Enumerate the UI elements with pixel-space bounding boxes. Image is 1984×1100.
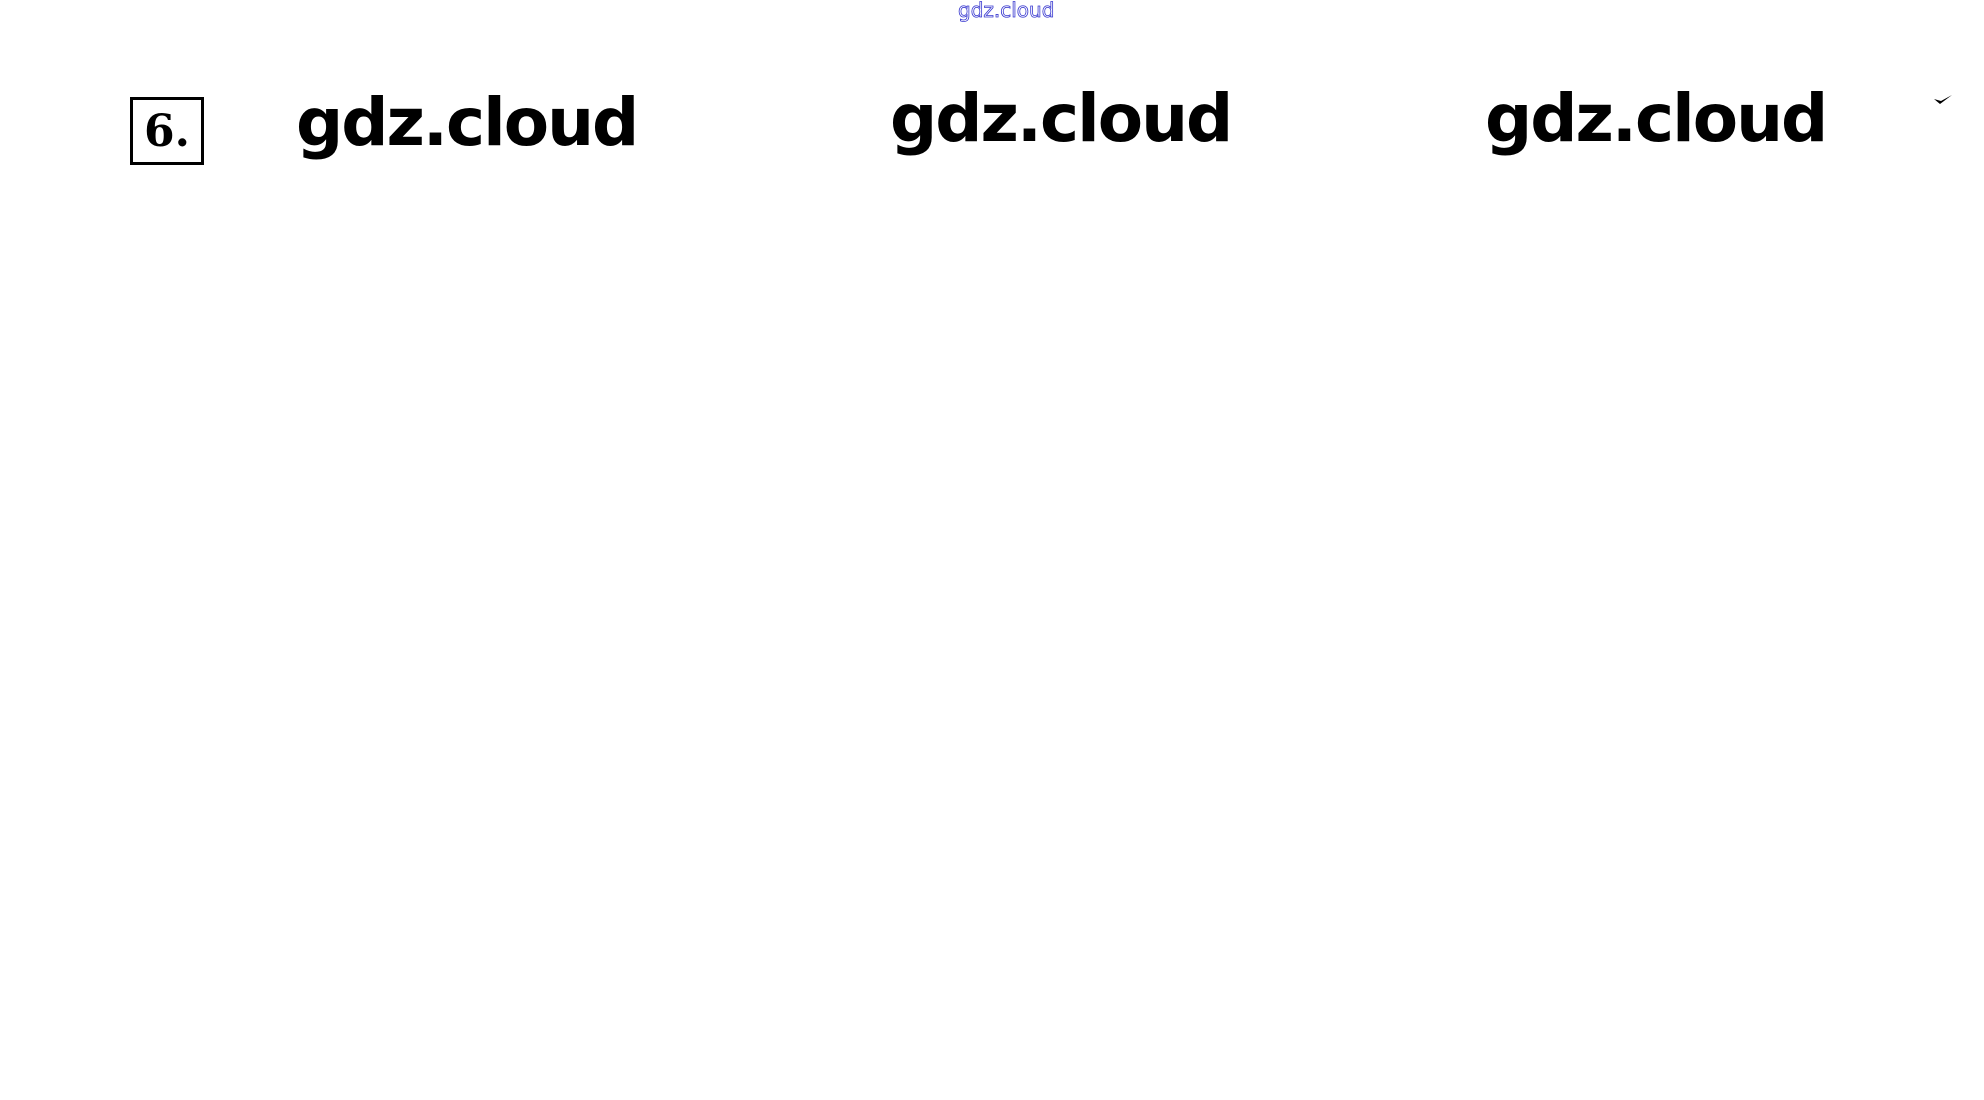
watermark-text-3: gdz.cloud xyxy=(1485,80,1828,157)
top-watermark: gdz.cloud xyxy=(958,0,1055,22)
task-number: 6. xyxy=(144,105,190,157)
watermark-text-1: gdz.cloud xyxy=(296,84,639,161)
watermark-text-2: gdz.cloud xyxy=(890,80,1233,157)
task-number-box: 6. xyxy=(130,97,204,165)
checkmark-icon xyxy=(1934,95,1952,104)
